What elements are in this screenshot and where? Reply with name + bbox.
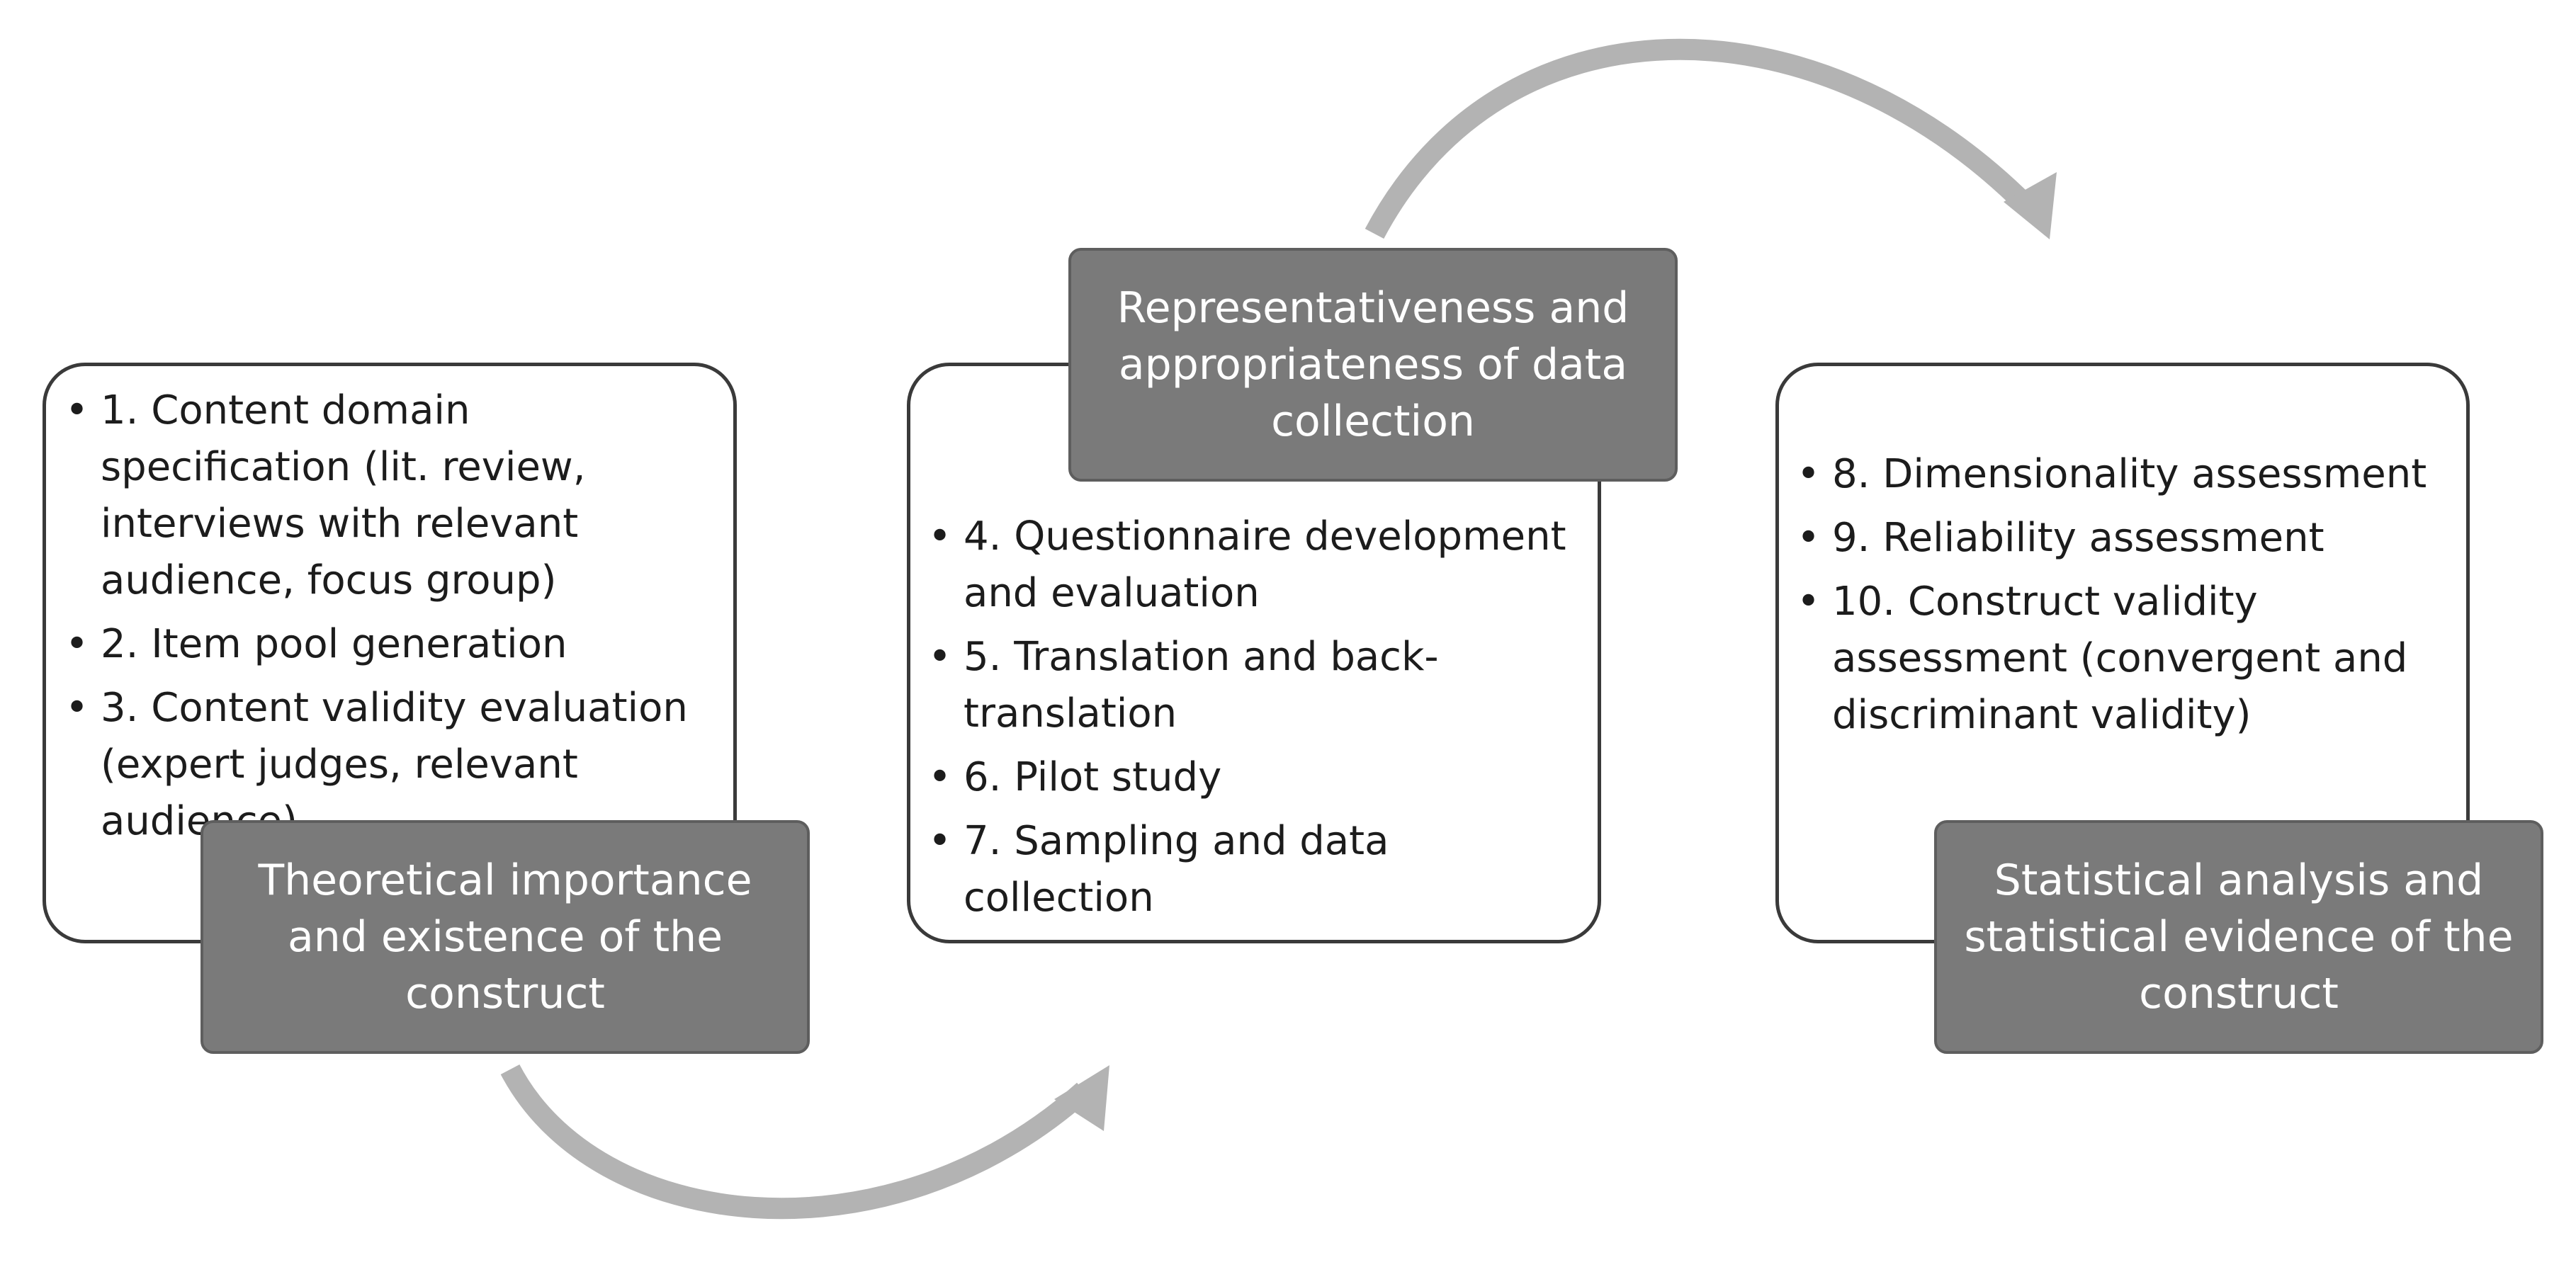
stage-3-item: 8. Dimensionality assessment xyxy=(1797,446,2456,503)
stage-2-item: 7. Sampling and data collection xyxy=(928,813,1587,926)
stage-3-item: 10. Construct validity assessment (conve… xyxy=(1797,574,2456,744)
stage-2-title: Representativeness and appropriateness o… xyxy=(1068,248,1678,482)
arrow-stage2-to-stage3 xyxy=(1365,38,2034,239)
arrow-head-1 xyxy=(1054,1065,1109,1131)
stage-1-item: 3. Content validity evaluation (expert j… xyxy=(65,680,717,850)
stage-2-title-text: Representativeness and appropriateness o… xyxy=(1117,283,1629,446)
stage-2-item: 5. Translation and back-translation xyxy=(928,629,1587,742)
stage-2-item: 4. Questionnaire development and evaluat… xyxy=(928,509,1587,622)
stage-3-title: Statistical analysis and statistical evi… xyxy=(1934,820,2543,1054)
stage-1-title-text: Theoretical importance and existence of … xyxy=(258,856,752,1018)
stage-3-items: 8. Dimensionality assessment 9. Reliabil… xyxy=(1797,446,2456,751)
stage-3-title-text: Statistical analysis and statistical evi… xyxy=(1964,856,2514,1018)
stage-1-items: 1. Content domain specification (lit. re… xyxy=(65,382,717,857)
stage-1-item: 1. Content domain specification (lit. re… xyxy=(65,382,717,609)
stage-3-item: 9. Reliability assessment xyxy=(1797,510,2456,567)
stage-2-items: 4. Questionnaire development and evaluat… xyxy=(928,509,1587,933)
stage-2-item: 6. Pilot study xyxy=(928,749,1587,806)
arrow-stage1-to-stage2 xyxy=(500,1064,1091,1220)
stage-1-item: 2. Item pool generation xyxy=(65,616,717,673)
stage-1-title: Theoretical importance and existence of … xyxy=(200,820,810,1054)
arrow-head-2 xyxy=(2004,172,2057,239)
